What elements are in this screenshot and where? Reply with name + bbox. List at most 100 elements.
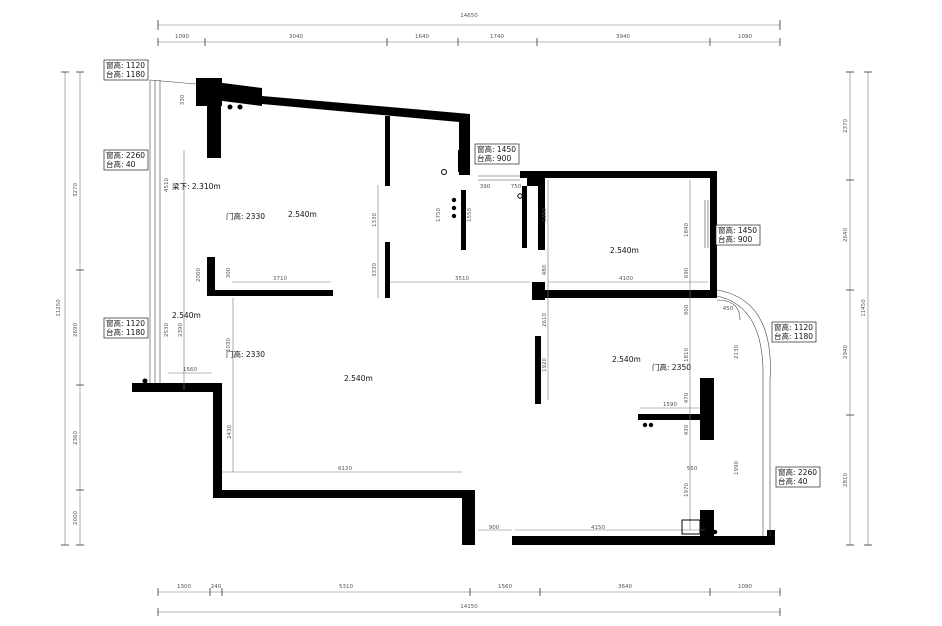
window-tag-4: 窗高: 1450 台高: 900 xyxy=(474,143,520,165)
left-dim-4: 2000 xyxy=(73,511,79,525)
left-dimension-chain: 11250 3270 2690 2360 2000 xyxy=(56,71,84,546)
right-dim-2: 2640 xyxy=(843,228,849,242)
room-height-2: 2.540m xyxy=(610,246,639,255)
room-height-3: 2.540m xyxy=(172,311,201,320)
dim-900: 900 xyxy=(489,525,500,531)
fixture-dot xyxy=(712,529,718,535)
dim-430: 430 xyxy=(684,424,690,435)
dim-3510: 3510 xyxy=(455,276,469,282)
window-tag-3: 窗高: 1120 台高: 1180 xyxy=(103,317,149,339)
dim-900-right: 900 xyxy=(684,304,690,315)
bottom-total-dim: 14150 xyxy=(460,604,478,610)
dim-2430: 2430 xyxy=(227,425,233,439)
top-dim-3: 1640 xyxy=(415,34,429,40)
top-dim-4: 1740 xyxy=(490,34,504,40)
left-dim-1: 3270 xyxy=(73,183,79,197)
bottom-dim-5: 3640 xyxy=(618,584,632,590)
walls xyxy=(132,78,775,545)
fixture-dot xyxy=(642,422,648,428)
bottom-dim-2: 240 xyxy=(211,584,222,590)
window-tag-6: 窗高: 1120 台高: 1180 xyxy=(771,321,817,343)
dim-1330: 1330 xyxy=(372,213,378,227)
dim-1550: 1550 xyxy=(467,208,473,222)
dim-470: 470 xyxy=(684,392,690,403)
dim-3710: 3710 xyxy=(273,276,287,282)
top-total-dim: 14650 xyxy=(460,13,478,19)
window-2-height: 窗高: 2260 xyxy=(106,150,145,160)
window-5-height: 窗高: 1450 xyxy=(718,225,757,235)
window-1-height: 窗高: 1120 xyxy=(106,60,145,70)
window-3-sill: 台高: 1180 xyxy=(106,327,145,337)
dim-550: 550 xyxy=(687,466,698,472)
window-5-sill: 台高: 900 xyxy=(718,234,752,244)
fixture-dot xyxy=(237,104,243,110)
fixture-dot xyxy=(451,205,457,211)
inner-dimension-texts: 3710 3510 4100 6120 4150 1560 1590 900 1… xyxy=(164,94,740,531)
window-4-sill: 台高: 900 xyxy=(477,153,511,163)
window-tag-2: 窗高: 2260 台高: 40 xyxy=(103,149,149,171)
top-dim-2: 3040 xyxy=(289,34,303,40)
bottom-dim-1: 1300 xyxy=(177,584,191,590)
window-6-sill: 台高: 1180 xyxy=(774,331,813,341)
dim-1920: 1920 xyxy=(542,358,548,372)
stair-marker xyxy=(463,512,470,530)
room-height-5: 2.540m xyxy=(344,374,373,383)
dim-300: 300 xyxy=(226,267,232,278)
bottom-dimension-chain: 1300 240 5310 1560 3640 1090 14150 xyxy=(157,584,781,616)
room-height-4: 2.540m xyxy=(612,355,641,364)
top-dim-5: 3940 xyxy=(616,34,630,40)
dim-2530: 2530 xyxy=(164,323,170,337)
dim-1840: 1840 xyxy=(684,223,690,237)
fixtures xyxy=(142,104,718,535)
window-annotations: 窗高: 1120 台高: 1180 窗高: 2260 台高: 40 窗高: 11… xyxy=(103,59,821,488)
dim-4510: 4510 xyxy=(164,178,170,192)
dim-450: 450 xyxy=(723,306,734,312)
dim-1750: 1750 xyxy=(436,208,442,222)
top-dimension-chain: 14650 1090 3040 1640 1740 3940 1090 xyxy=(157,13,781,46)
window-4-height: 窗高: 1450 xyxy=(477,144,516,154)
window-6-height: 窗高: 1120 xyxy=(774,322,813,332)
window-7-sill: 台高: 40 xyxy=(778,476,808,486)
inner-dimension-lines xyxy=(168,150,708,531)
fixture-dot xyxy=(441,169,447,175)
dim-1990: 1990 xyxy=(734,461,740,475)
fixture-dot xyxy=(142,378,148,384)
beam-height-label: 梁下: 2.310m xyxy=(172,182,221,191)
fixture-dot xyxy=(648,422,654,428)
left-dim-3: 2360 xyxy=(73,431,79,445)
dim-3330: 3330 xyxy=(372,263,378,277)
dim-1560: 1560 xyxy=(183,367,197,373)
bottom-dim-6: 1090 xyxy=(738,584,752,590)
dim-2130: 2130 xyxy=(734,345,740,359)
dim-390: 390 xyxy=(480,184,491,190)
dim-4150: 4150 xyxy=(591,525,605,531)
door-height-2: 门高: 2330 xyxy=(226,349,265,359)
dim-2000: 2000 xyxy=(196,268,202,282)
dim-2610: 2610 xyxy=(542,313,548,327)
window-tag-5: 窗高: 1450 台高: 900 xyxy=(715,224,761,246)
dim-1970: 1970 xyxy=(684,483,690,497)
dim-1590: 1590 xyxy=(663,402,677,408)
dim-4100: 4100 xyxy=(619,276,633,282)
left-dim-2: 2690 xyxy=(73,323,79,337)
top-dim-1: 1090 xyxy=(175,34,189,40)
dim-1350: 1350 xyxy=(542,208,548,222)
dim-1030: 1030 xyxy=(226,338,232,352)
right-dim-1: 2370 xyxy=(843,119,849,133)
dim-6120: 6120 xyxy=(338,466,352,472)
fixture-dot xyxy=(451,197,457,203)
right-dimension-chain: 2370 2640 2940 2810 11450 xyxy=(843,71,872,546)
fixture-dot xyxy=(517,193,523,199)
dim-690: 690 xyxy=(684,267,690,278)
right-total-dim: 11450 xyxy=(861,299,867,317)
fixture-dot xyxy=(451,213,457,219)
dim-330: 330 xyxy=(180,94,186,105)
door-height-1: 门高: 2330 xyxy=(226,211,265,221)
top-dim-6: 1090 xyxy=(738,34,752,40)
window-tag-7: 窗高: 2260 台高: 40 xyxy=(775,466,821,488)
height-labels: 梁下: 2.310m 2.540m 2.540m 2.540m 2.540m 2… xyxy=(172,182,641,383)
window-7-height: 窗高: 2260 xyxy=(778,467,817,477)
window-1-sill: 台高: 1180 xyxy=(106,69,145,79)
window-3-height: 窗高: 1120 xyxy=(106,318,145,328)
